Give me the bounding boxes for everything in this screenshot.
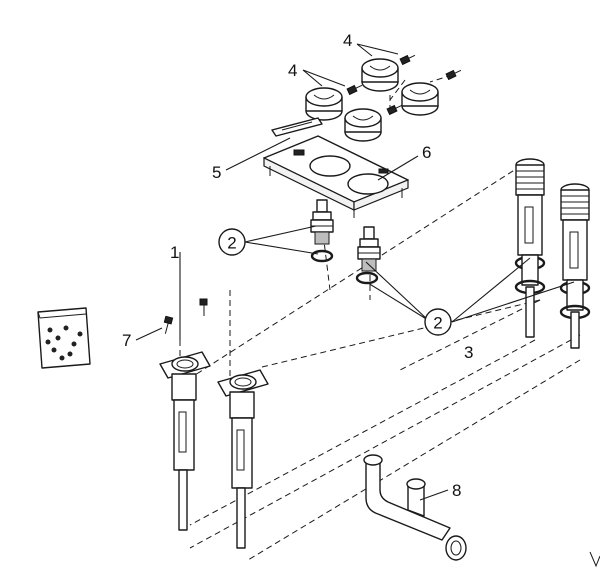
callout-5: 5 (212, 163, 221, 182)
label-strip-icon (271, 117, 323, 137)
escutcheon-plate-icon (263, 135, 409, 218)
callout-7: 7 (122, 331, 131, 350)
handle-cap-icon (305, 58, 439, 142)
callout-3: 3 (464, 343, 473, 362)
svg-text:2: 2 (433, 314, 442, 333)
o-ring-icon (310, 249, 379, 285)
callout-4-left: 4 (288, 61, 297, 80)
mounting-body-icon (159, 298, 269, 549)
valve-body-icon (514, 158, 591, 349)
pipe-connector-icon (363, 454, 467, 561)
callout-8: 8 (452, 481, 461, 500)
callout-labels: 4 4 5 6 1 3 7 8 2 2 (122, 31, 473, 500)
callout-2-lower: 2 (424, 308, 452, 336)
svg-text:2: 2 (227, 234, 236, 253)
callout-4-top: 4 (343, 31, 352, 50)
screw-icon (346, 54, 462, 116)
corner-mark (589, 551, 600, 568)
callout-2-upper: 2 (218, 228, 246, 256)
callout-6: 6 (422, 143, 431, 162)
leader-lines (135, 43, 575, 501)
cartridge-valve-icon (310, 199, 381, 272)
callout-1: 1 (170, 243, 179, 262)
hardware-bag-icon (37, 307, 91, 369)
